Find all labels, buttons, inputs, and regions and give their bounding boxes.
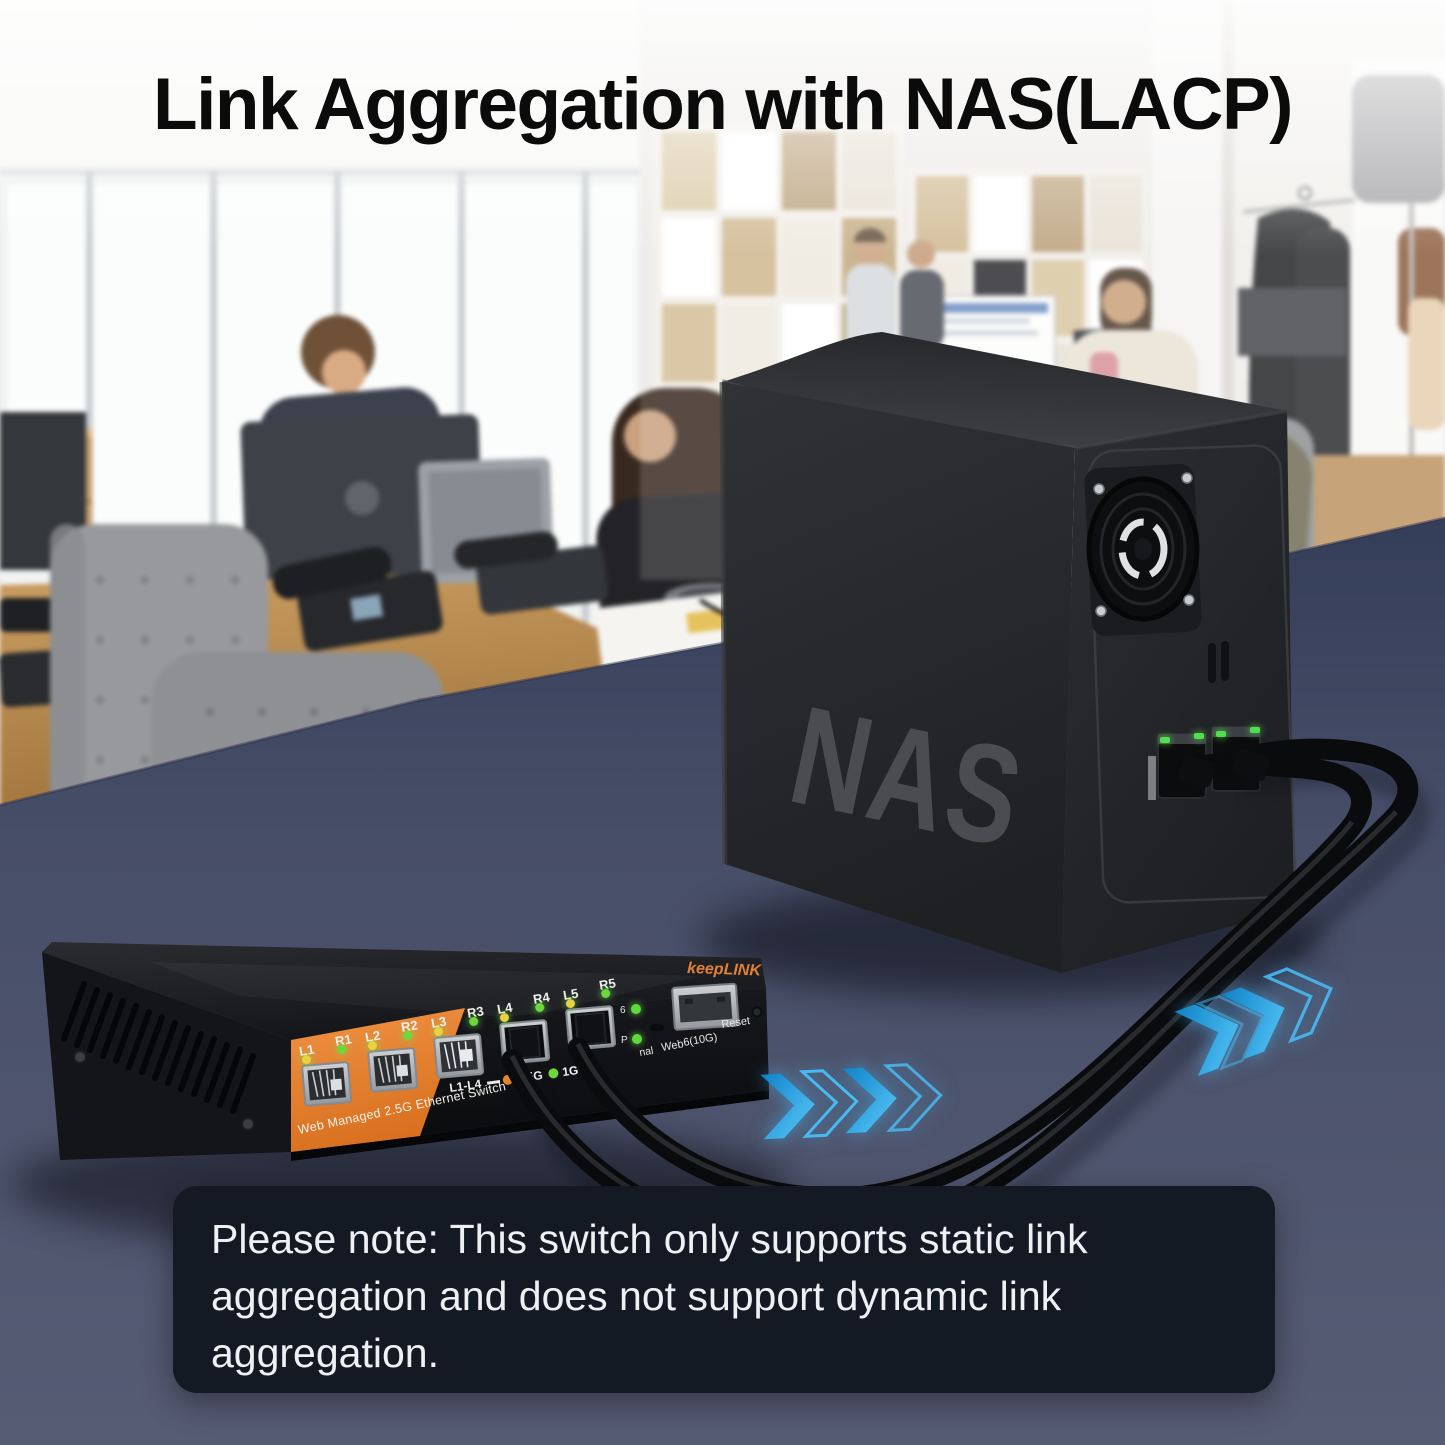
switch-screw [73,1050,87,1064]
ethernet-switch: keepLINK L1 R1 L2 R2 L3 R3 L4 R4 L5 R5 [42,942,769,1161]
sfp-leds: 6 P [620,1004,664,1046]
port5-right-label: R5 [598,975,617,993]
nas-front-face [722,382,1075,973]
switch-screw [241,1117,255,1131]
brand-logo: keepLINK [687,960,763,980]
headline: Link Aggregation with NAS(LACP) [152,64,1294,145]
label-uplink: 6(10G) [682,1031,718,1049]
nas-port-led [1194,733,1204,739]
link-led-yellow [367,1041,377,1051]
sfp-led-label-top: 6 [620,1005,626,1016]
nas-vent-slot [1221,641,1229,681]
rj45-port-3 [433,1016,485,1079]
sfp-led-top [631,1004,641,1014]
port-labels: L1 R1 L2 R2 L3 R3 L4 R4 L5 R5 [298,975,617,1059]
link-led-green [601,988,611,998]
nas-port-led [1250,727,1260,733]
link-led-yellow [433,1027,443,1037]
legend-range: L1-L4 [448,1077,482,1095]
cable-inner-highlight [575,820,1354,1197]
mode-switch-notch [650,1024,664,1031]
nas-vent-slot [1208,643,1216,683]
rj45-port-2 [367,1030,419,1093]
fan-screw [1181,472,1193,484]
fan-screw [1093,483,1105,495]
rj45-port-5-connected [565,988,617,1051]
port4-right-label: R4 [532,989,552,1007]
sfp-led-label-bottom: P [621,1035,628,1046]
nas-port-led [1160,737,1170,743]
reset-hole [751,1006,763,1018]
phone-handset [272,546,392,600]
port4-left-label: L4 [496,999,514,1017]
label-normal-partial: nal [638,1045,654,1059]
port3-left-label: L3 [430,1014,448,1031]
link-led-yellow [301,1055,311,1065]
link-led-yellow [499,1013,509,1023]
link-led-green [535,1002,545,1012]
port2-left-label: L2 [364,1028,382,1045]
cable-plug-nas-1 [1178,754,1216,788]
label-reset: Reset [721,1015,751,1031]
rear-labels: nal Web 6(10G) Reset [638,1015,750,1059]
port1-left-label: L1 [298,1042,316,1059]
desk-phone-1 [297,570,443,652]
note-text: Please note: This switch only supports s… [211,1216,1088,1376]
sfp-led-bottom [632,1034,642,1044]
legend-speed-slow: 1G [561,1063,579,1079]
nas-tower: NAS [719,332,1297,973]
link-led-yellow [565,999,575,1009]
rj45-port-1 [301,1044,353,1107]
port2-right-label: R2 [400,1017,419,1035]
cable-inner [567,753,1372,1209]
person-blonde-right [1408,298,1445,430]
nas-fan [1084,463,1202,637]
port3-right-label: R3 [466,1003,485,1021]
desk-phone-2 [454,531,608,615]
sfp-cage [671,982,740,1031]
switch-vents [61,981,256,1114]
legend-dot-1g [548,1068,559,1079]
fan-screw [1095,605,1107,617]
link-led-green [403,1030,413,1040]
link-led-green [337,1044,347,1054]
headline-wash [0,0,1445,255]
nas-panel-inset [1087,444,1297,904]
link-led-green [469,1016,479,1026]
port1-right-label: R1 [334,1031,353,1049]
label-web: Web [660,1038,684,1054]
cable-plug-nas-2 [1232,748,1270,782]
note-box: Please note: This switch only supports s… [173,1186,1275,1393]
fan-screw [1183,594,1195,606]
port5-left-label: L5 [562,986,580,1003]
monitor-back-far [1238,288,1346,356]
nas-port-led [1216,731,1226,737]
switch-top-face [42,942,766,1040]
